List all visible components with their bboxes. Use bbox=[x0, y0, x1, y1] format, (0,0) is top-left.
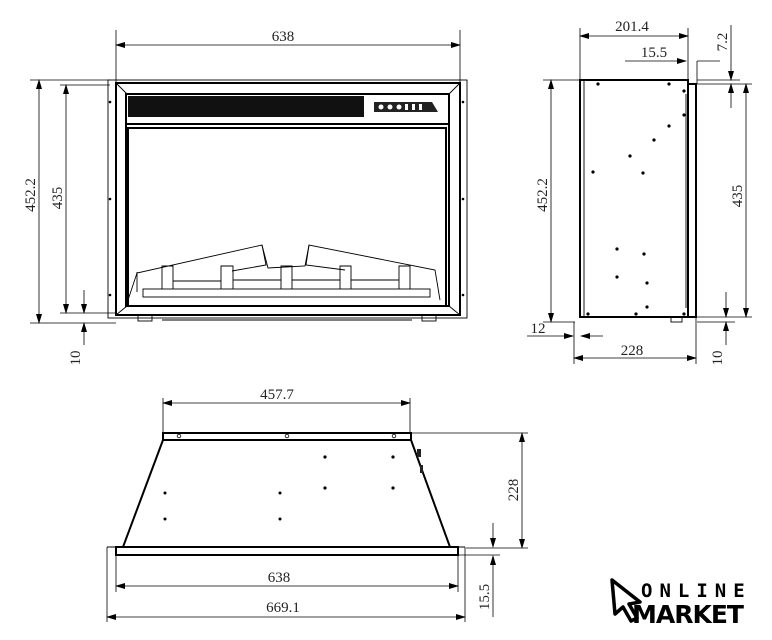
online-market-logo: ONLINE MARKET bbox=[610, 578, 752, 629]
side-depth-label: 201.4 bbox=[615, 19, 649, 35]
front-inner-height-label: 435 bbox=[50, 187, 66, 210]
logo-line1: ONLINE bbox=[641, 580, 752, 602]
top-depth-label: 228 bbox=[506, 479, 522, 502]
side-bottom-offset-label: 10 bbox=[710, 351, 726, 366]
side-total-depth-label: 228 bbox=[621, 343, 644, 359]
side-overall-height-label: 452.2 bbox=[535, 178, 551, 212]
side-view: 201.4 15.5 7.2 452.2 435 12 228 10 bbox=[527, 19, 752, 366]
cursor-icon bbox=[610, 578, 642, 623]
heater-vent bbox=[128, 96, 364, 117]
logo-line2: MARKET bbox=[632, 600, 744, 629]
top-trim-thickness-label: 15.5 bbox=[477, 584, 493, 610]
side-top-offset-label: 7.2 bbox=[715, 33, 731, 52]
front-frame bbox=[115, 82, 461, 316]
top-trim-width-label: 638 bbox=[268, 570, 291, 586]
side-inner-height-label: 435 bbox=[730, 185, 746, 208]
side-flange-depth-label: 15.5 bbox=[641, 45, 667, 61]
front-width-label: 638 bbox=[272, 29, 295, 45]
side-foot-label: 12 bbox=[531, 321, 546, 337]
front-bottom-offset-label: 10 bbox=[68, 351, 84, 366]
front-view: 638 452.2 435 10 bbox=[23, 29, 468, 366]
log-set bbox=[127, 244, 441, 301]
outer-trim bbox=[107, 79, 468, 319]
front-overall-height-label: 452.2 bbox=[23, 178, 39, 212]
top-overall-width-label: 669.1 bbox=[266, 600, 300, 616]
top-back-width-label: 457.7 bbox=[260, 387, 294, 403]
top-view: 457.7 228 15.5 638 669.1 bbox=[106, 387, 528, 622]
control-panel bbox=[374, 102, 438, 112]
